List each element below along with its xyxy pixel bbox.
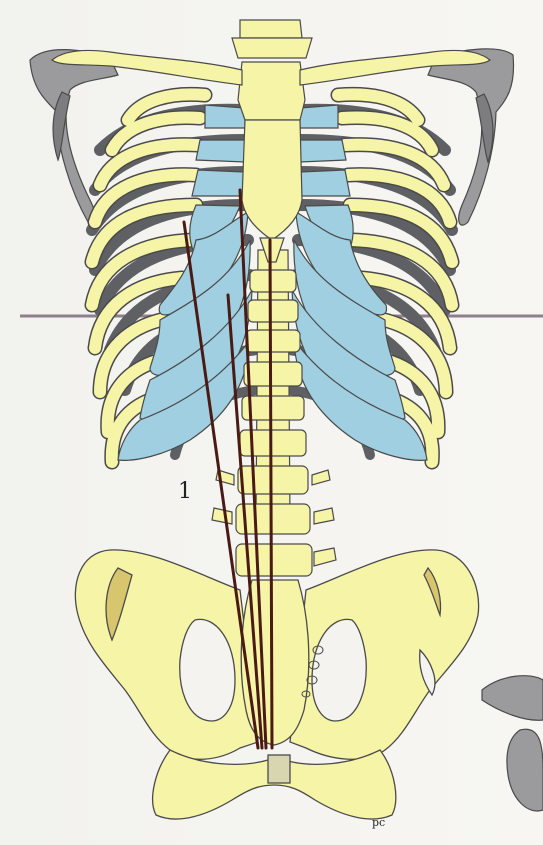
artist-signature: pc: [372, 816, 385, 829]
muscle-number-label: 1: [178, 479, 192, 504]
cervical-vertebra: [232, 20, 312, 58]
muscle-fiber-4: [270, 240, 272, 748]
